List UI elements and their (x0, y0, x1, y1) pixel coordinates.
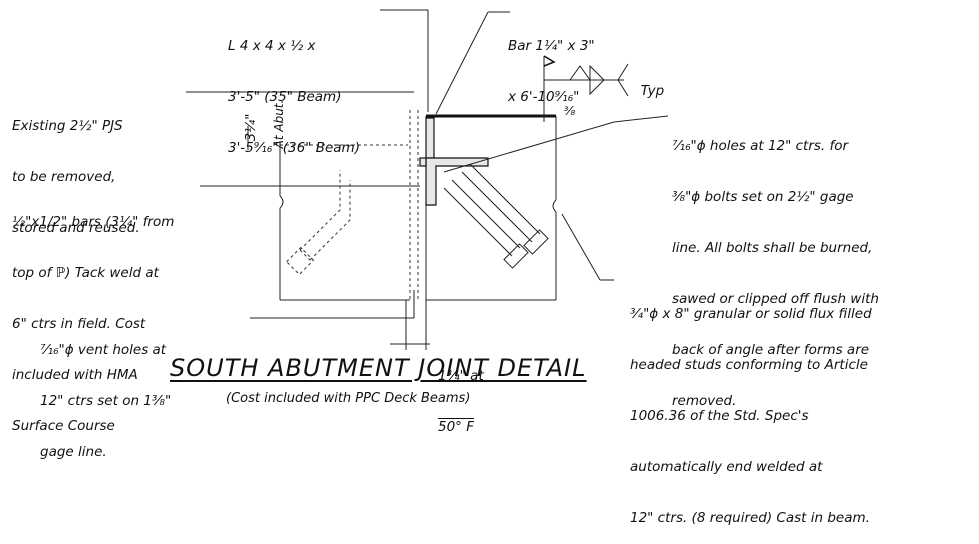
bars-line-2: top of ℙ) Tack weld at (12, 265, 159, 281)
detail-title: SOUTH ABUTMENT JOINT DETAIL (170, 354, 587, 382)
angle-line-1: L 4 x 4 x ½ x (228, 38, 316, 54)
weld-symbol (543, 55, 629, 122)
weld-size-label: ³⁄₈ (563, 104, 576, 118)
pjs-note: Existing 2½" PJS to be removed, stored a… (12, 84, 140, 254)
bar-line-2: x 6'-10⁹⁄₁₆" (508, 89, 580, 105)
bars-line-4: included with HMA (12, 367, 138, 383)
vent-line-2: 12" ctrs set on 1³⁄₈" (40, 393, 172, 409)
holes-line-1: ⁷⁄₁₆"ϕ holes at 12" ctrs. for (672, 138, 849, 154)
gap-dimension-line-2: 50° F (438, 419, 474, 435)
studs-line-5: 12" ctrs. (8 required) Cast in beam. (630, 510, 870, 526)
gap-dimension-line-1: 1¾" at (438, 368, 484, 384)
holes-line-2: ³⁄₈"ϕ bolts set on 2½" gage (672, 189, 854, 205)
vent-line-1: ⁷⁄₁₆"ϕ vent holes at (40, 342, 167, 358)
steel-angle (419, 117, 489, 206)
studs-line-3: 1006.36 of the Std. Spec's (630, 408, 809, 424)
angle-line-2: 3'-5" (35" Beam) (228, 89, 342, 105)
angle-line-3: 3'-5⁹⁄₁₆" (36" Beam) (228, 140, 360, 156)
pjs-line-1: Existing 2½" PJS (12, 118, 123, 134)
holes-line-3: line. All bolts shall be burned, (672, 240, 873, 256)
studs-line-4: automatically end welded at (630, 459, 823, 475)
bars-line-3: 6" ctrs in field. Cost (12, 316, 146, 332)
headed-studs (443, 163, 549, 269)
pjs-line-2: to be removed, (12, 169, 116, 185)
bar-line-1: Bar 1¼" x 3" (508, 38, 595, 54)
bars-line-1: ½"x1/2" bars (3¼" from (12, 214, 175, 230)
holes-line-6: removed. (672, 393, 737, 409)
holes-note: ⁷⁄₁₆"ϕ holes at 12" ctrs. for ³⁄₈"ϕ bolt… (672, 104, 879, 427)
leader-lines (186, 9, 669, 319)
studs-note: ¾"ϕ x 8" granular or solid flux filled h… (630, 272, 872, 544)
vent-note: ⁷⁄₁₆"ϕ vent holes at 12" ctrs set on 1³⁄… (40, 308, 171, 478)
holes-line-4: sawed or clipped off flush with (672, 291, 879, 307)
holes-line-5: back of angle after forms are (672, 342, 870, 358)
vent-line-3: gage line. (40, 444, 107, 460)
joint-detail-drawing (186, 9, 669, 350)
dimensions (247, 126, 430, 350)
pjs-line-3: stored and reused. (12, 220, 140, 236)
deck-beam (425, 114, 557, 301)
studs-line-2: headed studs conforming to Article (630, 357, 868, 373)
abutment-outline (279, 110, 419, 301)
studs-line-1: ¾"ϕ x 8" granular or solid flux filled (630, 306, 872, 322)
at-abut-label: At Abut. (272, 99, 286, 149)
angle-note: L 4 x 4 x ½ x 3'-5" (35" Beam) 3'-5⁹⁄₁₆"… (228, 4, 360, 174)
weld-typ-label: Typ (640, 83, 665, 99)
bar-note: Bar 1¼" x 3" x 6'-10⁹⁄₁₆" (508, 4, 595, 123)
detail-subtitle: (Cost included with PPC Deck Beams) (226, 391, 471, 406)
